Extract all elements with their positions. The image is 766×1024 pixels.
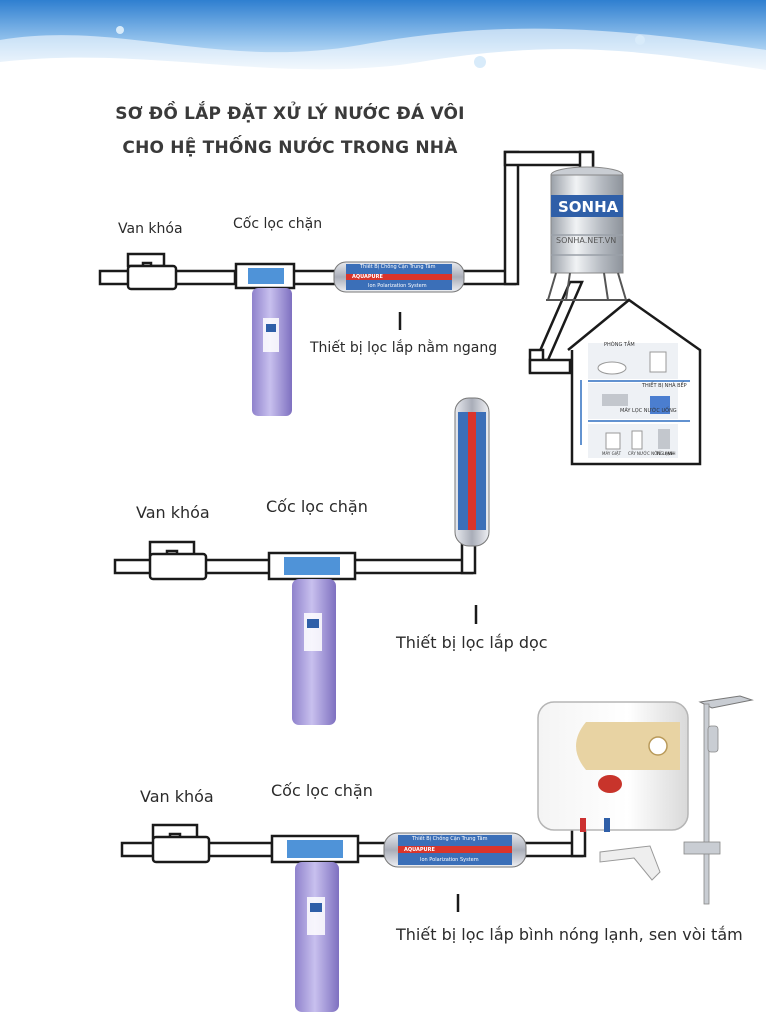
device-3-label-top: Thiết Bị Chống Cặn Trung Tâm	[412, 836, 488, 842]
shutoff-valve-2	[148, 540, 208, 581]
cup-label-1: Cốc lọc chặn	[233, 216, 323, 232]
house-room-ro: MÁY LỌC NƯỚC UỐNG	[620, 408, 677, 414]
device-1-label-bottom: Ion Polarization System	[368, 283, 427, 289]
house-illustration	[567, 298, 702, 466]
filter-device-heater	[383, 832, 527, 868]
house-room-washer: MÁY GIẶT	[602, 451, 622, 456]
house-room-kitchen: THIẾT BỊ NHÀ BẾP	[642, 383, 687, 389]
device-label-2: Thiết bị lọc lắp dọc	[396, 633, 548, 652]
water-heater	[537, 701, 689, 832]
house-room-dispenser: CÂY NƯỚC NÓNG LẠNH	[628, 451, 676, 456]
sediment-cup-filter-3	[270, 834, 360, 1012]
device-1-brand: AQUAPURE	[352, 274, 383, 280]
sediment-cup-filter-1	[234, 262, 296, 416]
tank-website: SONHA.NET.VN	[556, 236, 617, 245]
device-1-label-top: Thiết Bị Chống Cặn Trung Tâm	[360, 264, 436, 270]
water-tank	[546, 166, 628, 301]
water-wave-banner	[0, 0, 766, 91]
tank-brand: SONHA	[558, 198, 619, 216]
device-label-3: Thiết bị lọc lắp bình nóng lạnh, sen vòi…	[396, 925, 743, 944]
valve-label-3: Van khóa	[140, 787, 214, 806]
cup-label-3: Cốc lọc chặn	[271, 781, 373, 800]
filter-device-horizontal	[333, 261, 465, 293]
diagram-1-horizontal	[98, 150, 702, 466]
diagram-2-vertical	[113, 397, 490, 725]
shutoff-valve-3	[151, 823, 211, 864]
title-line-2: CHO HỆ THỐNG NƯỚC TRONG NHÀ	[122, 138, 458, 158]
house-room-bathroom: PHÒNG TẮM	[604, 342, 635, 348]
cup-label-2: Cốc lọc chặn	[266, 497, 368, 516]
device-3-label-bottom: Ion Polarization System	[420, 857, 479, 863]
house-room-fridge: TỦ LẠNH	[656, 451, 674, 456]
diagram-3-heater	[120, 695, 754, 1012]
filter-device-vertical	[454, 397, 490, 547]
valve-label-1: Van khóa	[118, 221, 183, 237]
sediment-cup-filter-2	[267, 551, 357, 725]
device-label-1: Thiết bị lọc lắp nằm ngang	[310, 340, 498, 356]
shutoff-valve-1	[126, 252, 178, 291]
valve-label-2: Van khóa	[136, 503, 210, 522]
shower-set	[599, 695, 754, 905]
title-line-1: SƠ ĐỒ LẮP ĐẶT XỬ LÝ NƯỚC ĐÁ VÔI	[115, 104, 465, 124]
device-3-brand: AQUAPURE	[404, 847, 435, 853]
